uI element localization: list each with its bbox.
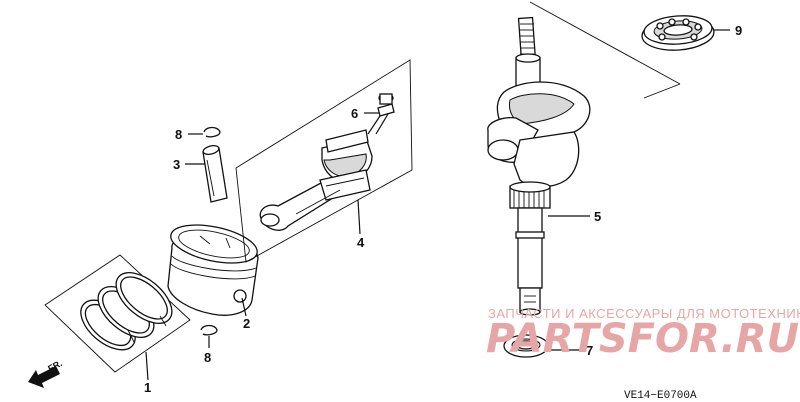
crankshaft [487, 16, 591, 316]
callout-1: 1 [144, 380, 151, 395]
ball-bearing [641, 15, 715, 51]
callout-5: 5 [594, 209, 601, 224]
diagram-code: VE14−E0700A [624, 390, 697, 402]
piston-ring-set [44, 254, 191, 373]
crankshaft-frame-top [529, 1, 681, 85]
callout-8-top: 8 [175, 127, 182, 142]
callout-4: 4 [357, 235, 365, 250]
watermark-logo: PARTSFOR.RU [486, 316, 799, 362]
piston-pin [202, 145, 228, 203]
piston-pin-clip-top [203, 126, 221, 138]
front-label: FR. [46, 358, 63, 374]
callout-9: 9 [735, 23, 742, 38]
watermark-tagline: ЗАПЧАСТИ И АКСЕССУАРЫ ДЛЯ МОТОТЕХНИКИ [488, 306, 800, 321]
leader-1 [145, 351, 149, 381]
callout-6: 6 [351, 106, 358, 121]
front-direction-arrow: FR. [28, 358, 64, 388]
callout-2: 2 [243, 316, 250, 331]
piston [167, 224, 259, 316]
connecting-rod-frame [235, 59, 413, 263]
connecting-rod-bolt [367, 93, 395, 135]
leader-2 [241, 297, 247, 317]
leader-4 [357, 199, 361, 235]
callout-8-bottom: 8 [204, 350, 211, 365]
callout-7: 7 [586, 343, 593, 358]
connecting-rod [259, 129, 373, 231]
callout-3: 3 [173, 157, 180, 172]
crankshaft-frame-tick [643, 83, 681, 99]
washer [503, 334, 549, 358]
piston-pin-clip-bottom [200, 324, 218, 336]
